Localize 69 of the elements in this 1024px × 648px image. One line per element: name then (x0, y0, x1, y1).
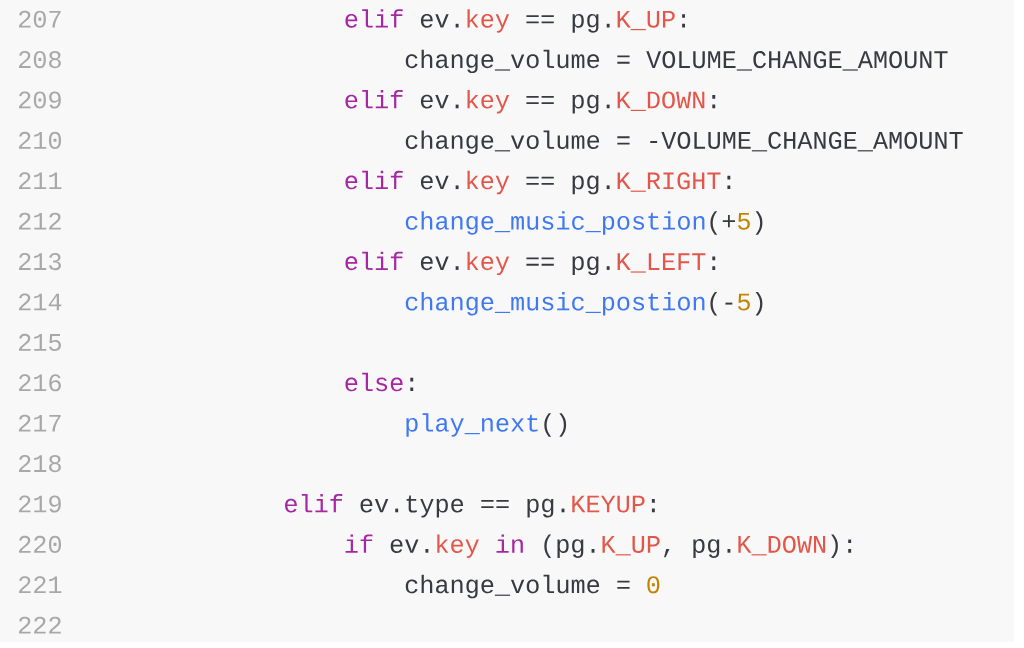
line-number: 215 (19, 333, 61, 351)
number-literal: 5 (738, 293, 750, 311)
code-text: == pg. (526, 175, 610, 195)
code-text: () (544, 413, 567, 437)
code-text: ev. (390, 539, 429, 553)
code-text: ev. (420, 94, 459, 109)
keyword: elif (285, 494, 343, 513)
code-text: : (651, 499, 655, 513)
code-text: change_volume = VOLUME_CHANGE_AMOUNT (405, 49, 948, 74)
attribute-name: K_RIGHT (617, 172, 721, 192)
line-number: 212 (19, 212, 61, 230)
attribute-name: key (467, 90, 510, 114)
attribute-name: K_DOWN (617, 91, 705, 111)
line-number: 222 (19, 616, 61, 634)
line-number: 217 (19, 414, 61, 432)
attribute-name: key (437, 534, 479, 558)
keyword: if (345, 534, 373, 553)
line-number: 218 (19, 455, 61, 473)
attribute-name: key (467, 170, 510, 195)
keyword: elif (345, 251, 403, 271)
number-literal: 5 (738, 212, 750, 230)
number-literal: 0 (647, 576, 660, 594)
attribute-name: K_UP (602, 536, 660, 556)
attribute-name: key (467, 9, 510, 33)
code-text: ev. (420, 13, 459, 28)
code-text: == pg. (526, 13, 610, 33)
code-text: == pg. (526, 94, 610, 114)
line-number: 220 (19, 535, 61, 553)
code-text: (pg. (544, 534, 595, 558)
line-number: 214 (19, 293, 62, 311)
code-text: change_volume = -VOLUME_CHANGE_AMOUNT (405, 130, 963, 154)
line-number: 208 (19, 51, 61, 69)
code-text: ) (755, 292, 763, 316)
line-number: 209 (19, 91, 61, 109)
code-text: : (682, 14, 685, 28)
code-text: : (727, 175, 731, 190)
line-number: 210 (19, 131, 61, 149)
code-text: change_volume = (405, 574, 630, 599)
keyword: elif (345, 170, 403, 190)
keyword: in (496, 534, 523, 553)
code-text: == pg. (526, 256, 610, 276)
attribute-name: K_UP (617, 10, 675, 31)
keyword: else (345, 372, 403, 392)
code-text: : (712, 95, 716, 109)
code-text: : (410, 377, 414, 392)
attribute-name: K_LEFT (617, 253, 706, 273)
function-call: play_next (406, 413, 538, 437)
code-text: ev. (420, 256, 459, 271)
code-text: ev.type == pg. (360, 495, 565, 518)
code-text: ) (755, 211, 763, 235)
line-number: 211 (19, 172, 62, 190)
attribute-name: K_DOWN (738, 535, 826, 556)
code-text: (+ (710, 211, 735, 235)
line-number: 221 (19, 576, 62, 594)
attribute-name: key (467, 251, 510, 276)
function-call: change_music_postion (405, 211, 705, 235)
keyword: elif (345, 9, 403, 28)
code-text: ev. (420, 175, 459, 190)
line-number: 219 (19, 495, 61, 513)
attribute-name: KEYUP (572, 495, 645, 513)
function-call: change_music_postion (405, 292, 705, 316)
code-text: ): (831, 534, 852, 558)
code-text: (- (710, 292, 733, 316)
line-number: 213 (19, 253, 61, 271)
keyword: elif (345, 90, 403, 109)
line-number: 216 (19, 374, 61, 392)
line-number: 207 (19, 10, 61, 28)
code-text: : (712, 256, 716, 270)
code-text: , pg. (664, 539, 731, 558)
